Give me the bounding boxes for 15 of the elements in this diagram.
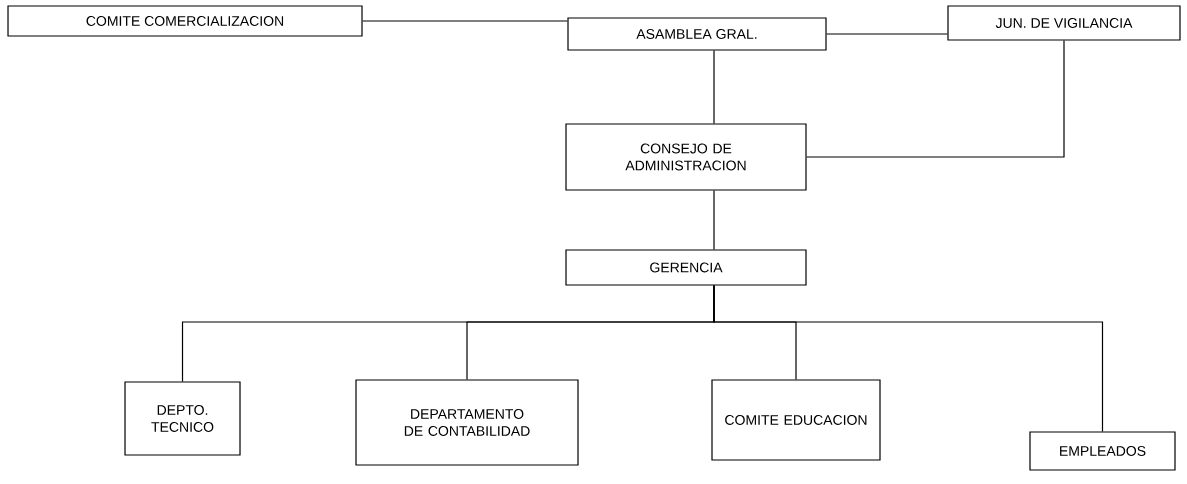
connector-line [806,40,1065,158]
org-box: GERENCIA [565,249,807,286]
org-box: COMITE COMERCIALIZACION [7,5,363,37]
connector-line [826,33,948,35]
org-box: DEPTO. TECNICO [124,381,241,456]
org-box: ASAMBLEA GRAL. [567,17,827,51]
connector-line [713,50,715,124]
org-box: COMITE EDUCACION [711,379,881,461]
connector-line [362,20,568,22]
org-box: DEPARTAMENTO DE CONTABILIDAD [355,379,579,466]
org-box: CONSEJO DE ADMINISTRACION [565,123,807,191]
org-box: EMPLEADOS [1029,431,1176,471]
org-box: JUN. DE VIGILANCIA [947,5,1181,41]
connector-line [713,285,1104,432]
connector-line [713,190,715,250]
